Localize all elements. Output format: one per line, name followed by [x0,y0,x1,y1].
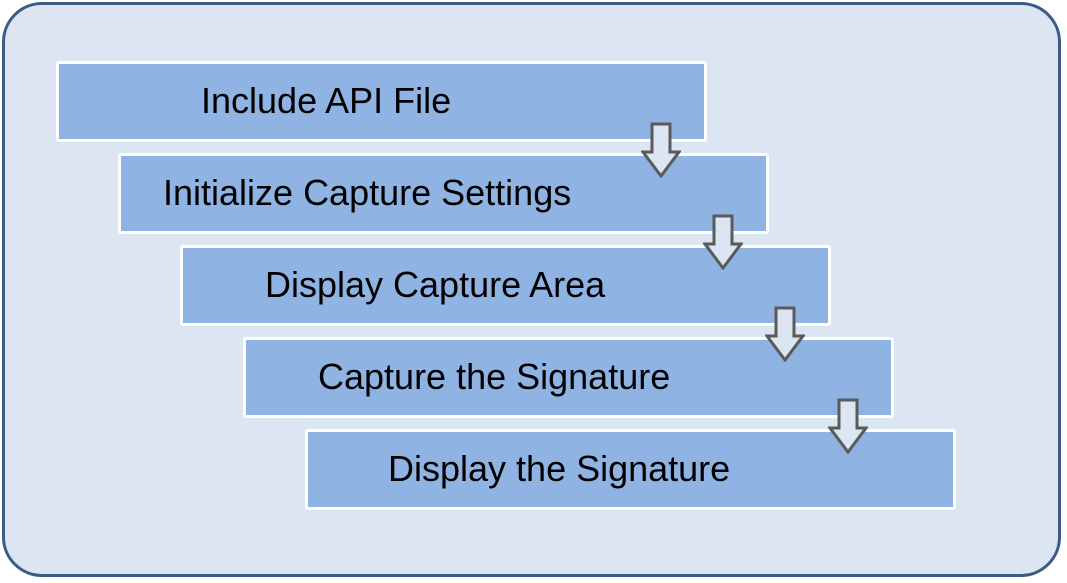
down-arrow-icon [828,398,868,454]
step-label: Capture the Signature [318,355,671,397]
step-label: Display Capture Area [265,263,606,305]
down-arrow-icon [641,122,681,178]
step-include-api-file: Include API File [56,61,707,142]
step-label: Include API File [201,79,452,121]
step-label: Display the Signature [388,447,731,489]
down-arrow-icon [703,214,743,270]
step-label: Initialize Capture Settings [163,171,572,213]
down-arrow-icon [765,306,805,362]
